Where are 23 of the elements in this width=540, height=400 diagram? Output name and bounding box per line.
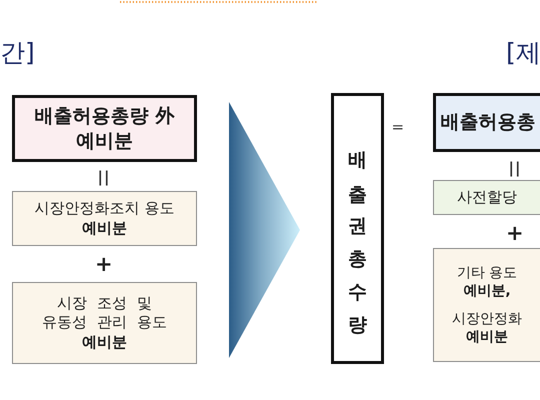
- term-label: 기타 용도 예비분,: [456, 264, 518, 300]
- column-heading: 간]: [0, 40, 35, 65]
- term-label: 배출허용총: [440, 110, 536, 135]
- chevron-arrow: [229, 102, 300, 358]
- term-label: 시장안정화조치 용도 예비분: [34, 199, 174, 238]
- column-heading: [제: [506, 40, 540, 65]
- equals-sign: ||: [98, 170, 110, 185]
- plus-sign: +: [506, 223, 524, 244]
- term-box: [12, 95, 197, 162]
- total-box: [331, 93, 384, 364]
- term-box: [433, 248, 540, 362]
- term-box: [12, 191, 197, 246]
- equals-sign: ||: [508, 161, 522, 176]
- term-label: 시장 조성 및 유동성 관리 용도 예비분: [41, 294, 168, 352]
- term-label: 시장안정화 예비분: [452, 310, 522, 346]
- term-box: [433, 93, 540, 152]
- equals-sign: =: [392, 120, 404, 135]
- term-box: [433, 180, 540, 215]
- plus-sign: +: [95, 254, 113, 275]
- term-label: 배출허용총량 外 예비분: [34, 104, 176, 154]
- term-label: 사전할당: [457, 188, 517, 208]
- term-box: [12, 282, 197, 364]
- term-label: 배출권총수량: [346, 136, 370, 334]
